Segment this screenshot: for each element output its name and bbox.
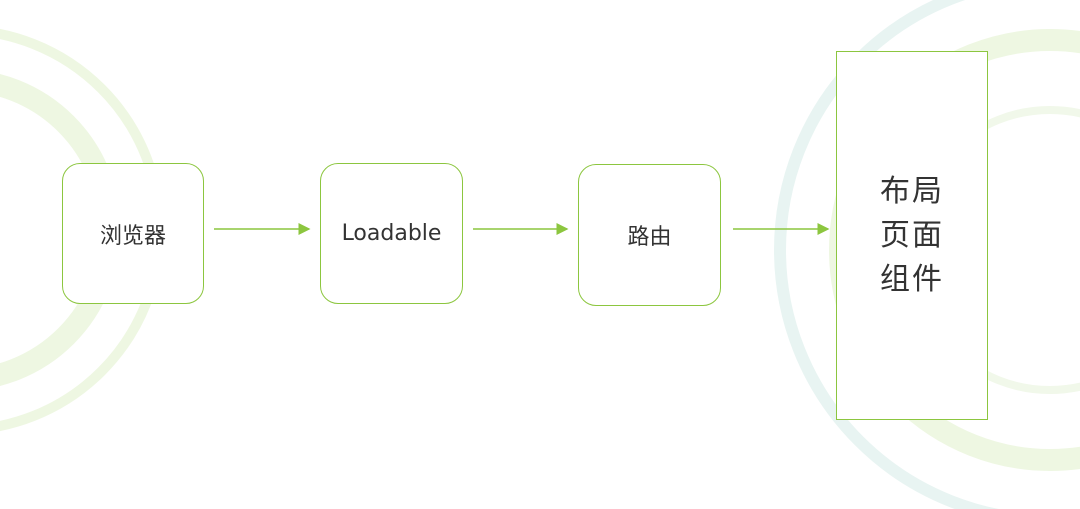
node-router-label: 路由 bbox=[627, 225, 672, 250]
final-node-line-page: 页面 bbox=[880, 217, 944, 253]
node-browser-label: 浏览器 bbox=[99, 223, 166, 249]
node-browser: 浏览器 bbox=[62, 163, 204, 304]
node-router: 路由 bbox=[578, 164, 721, 306]
node-loadable-label: Loadable bbox=[341, 221, 442, 246]
node-layout-page-components: 布局 页面 组件 bbox=[836, 51, 988, 420]
node-loadable: Loadable bbox=[320, 163, 463, 304]
final-node-line-layout: 布局 bbox=[880, 173, 944, 209]
final-node-line-components: 组件 bbox=[880, 261, 944, 297]
